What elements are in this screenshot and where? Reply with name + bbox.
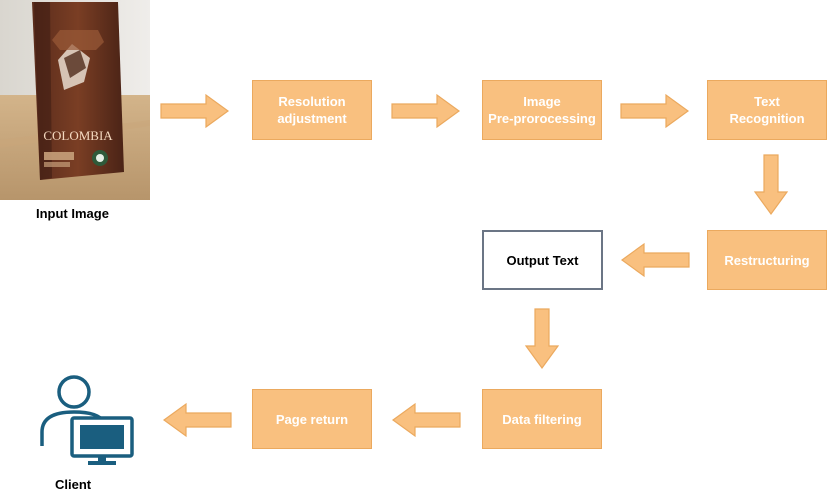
svg-text:COLOMBIA: COLOMBIA — [43, 128, 113, 143]
arrow-down — [524, 308, 560, 370]
image-preprocessing-box: Image Pre-prorocessing — [482, 80, 602, 140]
input-image-caption: Input Image — [36, 206, 109, 221]
page-return-box: Page return — [252, 389, 372, 449]
arrow-right — [620, 93, 690, 129]
arrow-left — [620, 242, 690, 278]
product-label: COLOMBIA — [43, 128, 113, 143]
output-text-box: Output Text — [482, 230, 603, 290]
arrow-right — [391, 93, 461, 129]
client-caption: Client — [55, 477, 92, 492]
arrow-right — [160, 93, 230, 129]
user-computer-icon — [40, 375, 134, 465]
arrow-down — [753, 154, 789, 216]
resolution-adjustment-box: Resolution adjustment — [252, 80, 372, 140]
restructuring-box: Restructuring — [707, 230, 827, 290]
arrow-left — [162, 402, 232, 438]
input-image: COLOMBIA — [0, 0, 150, 200]
data-filtering-box: Data filtering — [482, 389, 602, 449]
text-recognition-box: Text Recognition — [707, 80, 827, 140]
arrow-left — [391, 402, 461, 438]
